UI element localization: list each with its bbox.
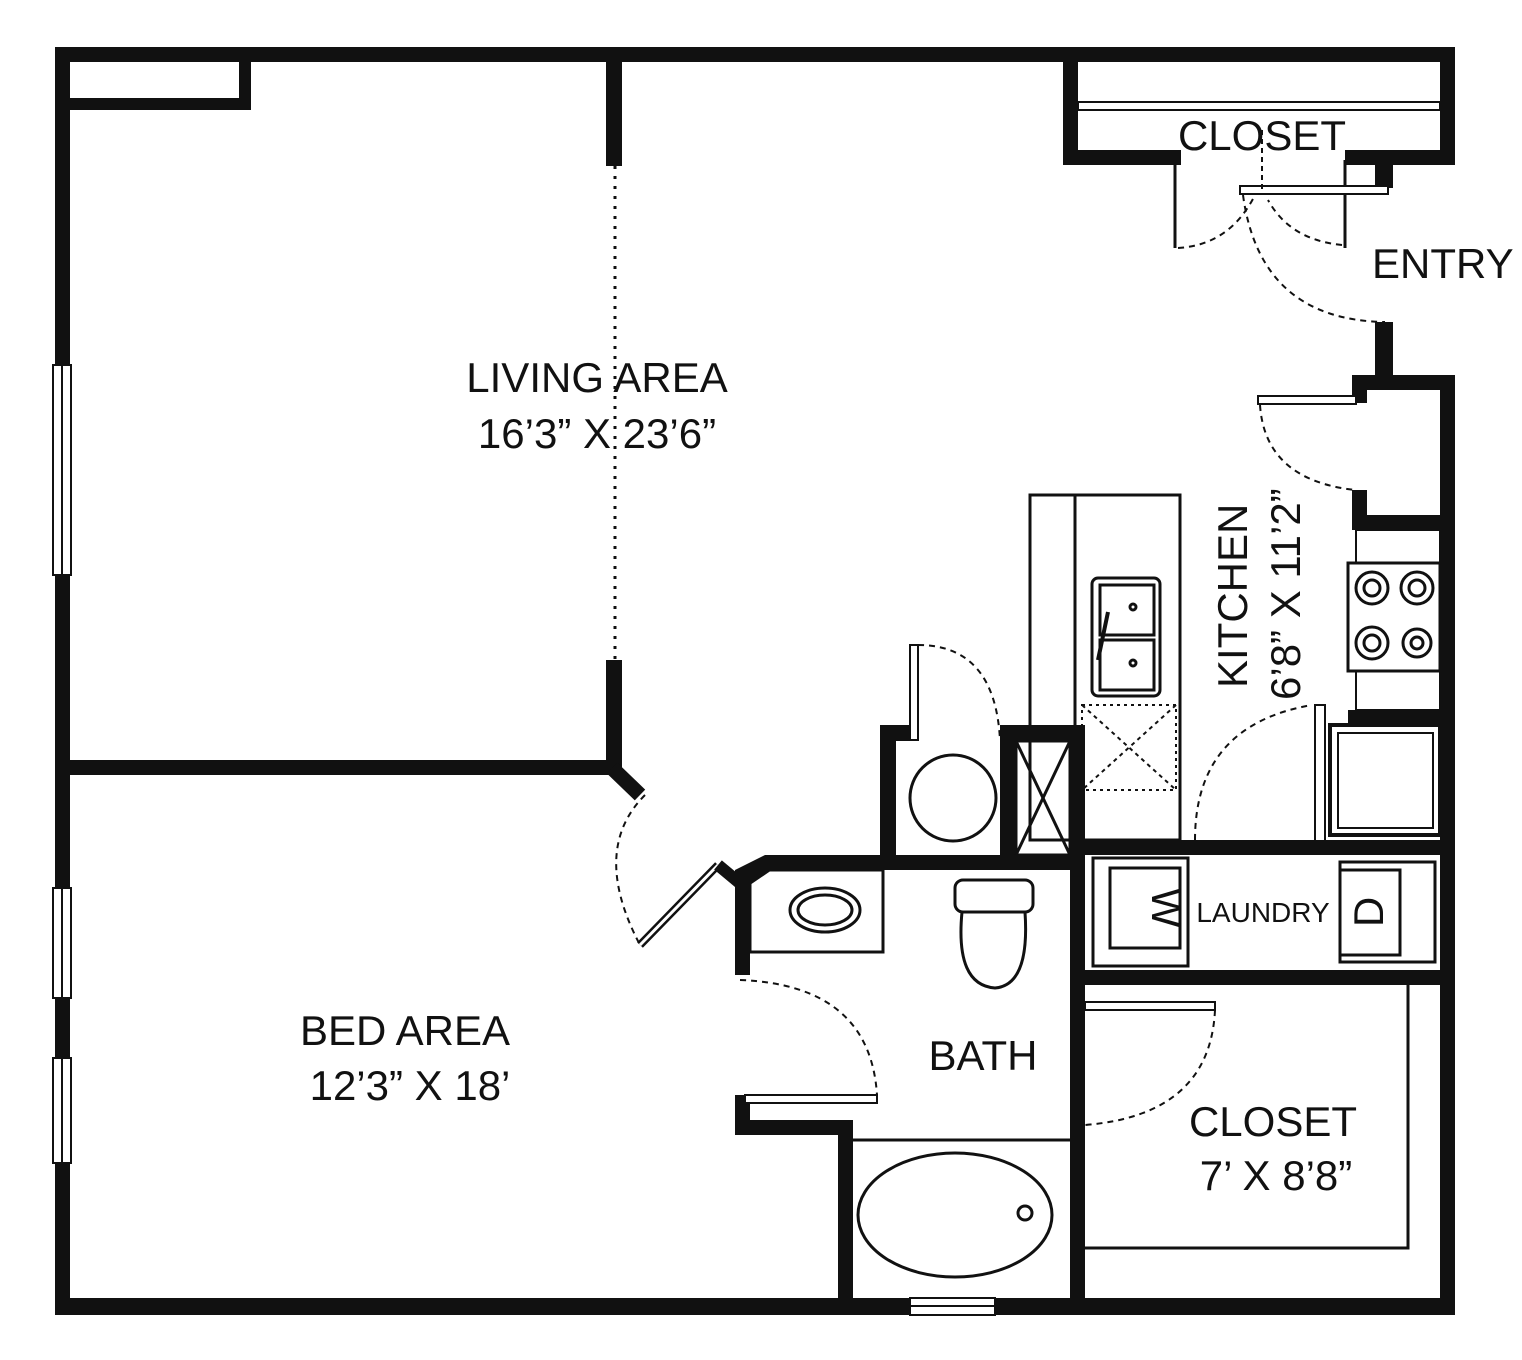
top-left-ledge [57, 50, 251, 110]
closet-label: CLOSET [1189, 1098, 1357, 1145]
bed-area-size: 12’3” X 18’ [310, 1062, 511, 1109]
kitchen-counter [1028, 493, 1182, 842]
walk-in-closet [1084, 985, 1410, 1250]
bed-area-label: BED AREA [300, 1007, 510, 1054]
entry-door-swing [1242, 194, 1386, 323]
washer [1091, 856, 1190, 968]
dryer [1338, 860, 1437, 964]
toilet [953, 878, 1035, 990]
bath-walls [714, 644, 1455, 1300]
entry-jamb [1375, 322, 1393, 377]
washer-label: W [1143, 888, 1190, 928]
bathtub [853, 1138, 1070, 1279]
closet-size: 7’ X 8’8” [1200, 1152, 1353, 1199]
entry-label: ENTRY [1372, 240, 1514, 287]
laundry-label: LAUNDRY [1196, 897, 1330, 928]
refrigerator [1314, 704, 1442, 846]
kitchen-size: 6’8” X 11’2” [1262, 488, 1309, 700]
living-area-size: 16’3” X 23’6” [478, 410, 716, 457]
kitchen-swing [1194, 704, 1313, 841]
entry-closet-walls [1063, 62, 1455, 249]
dryer-label: D [1345, 897, 1392, 927]
entry-closet-label: CLOSET [1178, 112, 1346, 159]
bed-door-swing [615, 794, 646, 946]
windows [52, 364, 996, 1316]
living-partition [70, 62, 646, 801]
bath-label: BATH [929, 1032, 1038, 1079]
kitchen-label: KITCHEN [1209, 504, 1256, 688]
range [1346, 529, 1442, 711]
living-area-label: LIVING AREA [466, 354, 727, 401]
pantry-door[interactable] [1257, 395, 1357, 405]
